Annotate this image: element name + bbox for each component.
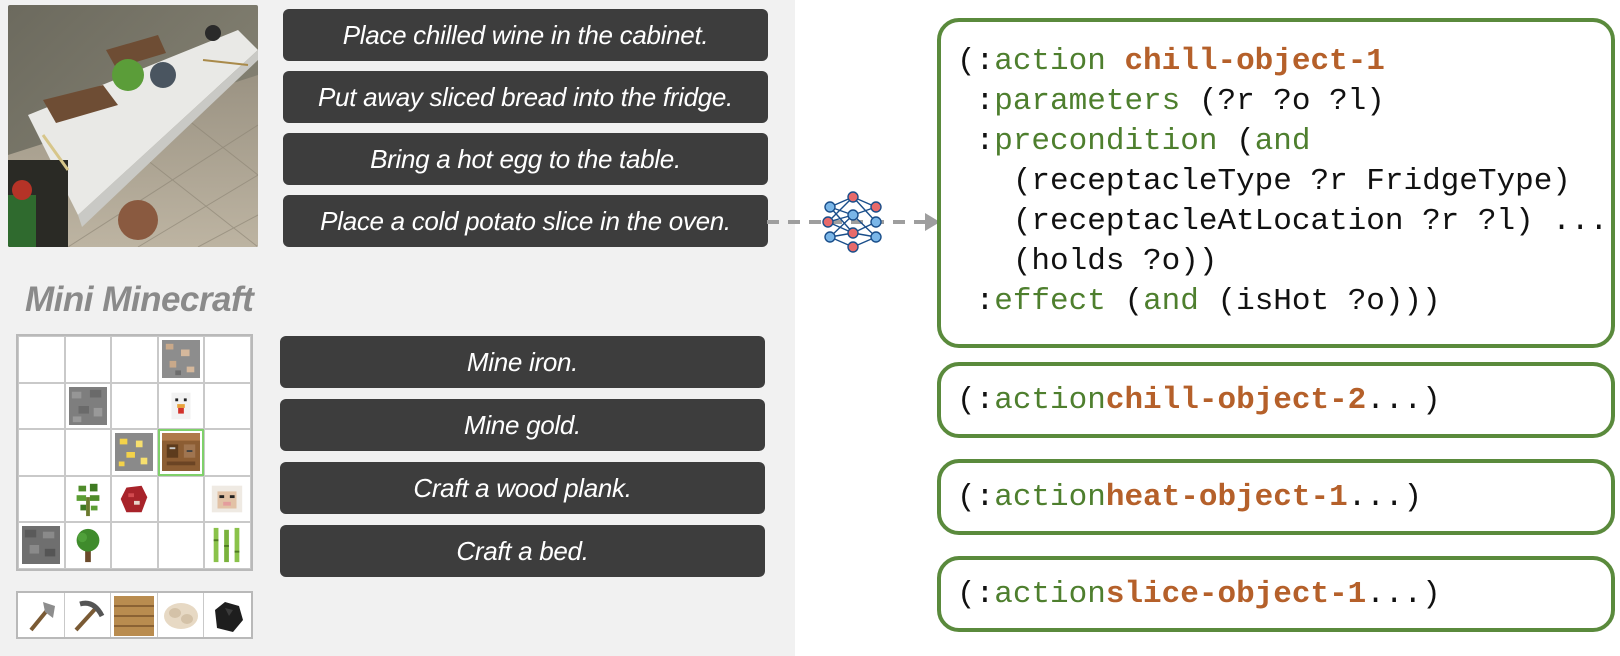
grid-cell-beef	[111, 475, 158, 523]
minecraft-task-list: Mine iron. Mine gold. Craft a wood plank…	[280, 336, 765, 588]
grid-cell-empty	[157, 475, 205, 523]
grid-cell-sapling	[64, 475, 112, 523]
sapling-icon	[76, 483, 99, 516]
action-keyword: action	[994, 479, 1106, 515]
action-name: slice-object-1	[1105, 576, 1367, 612]
grid-cell-tree	[64, 522, 112, 569]
action-name: chill-object-1	[1124, 44, 1385, 79]
neural-network-icon	[822, 191, 882, 253]
grid-cell-empty	[157, 522, 205, 569]
effect-clause: (isHot ?o)))	[1217, 284, 1441, 319]
ellipsis-text: ...)	[1366, 382, 1441, 418]
paren-text: (:	[957, 44, 995, 79]
paren-text: (	[1124, 284, 1144, 319]
llm-connector	[767, 191, 940, 253]
stone-icon	[22, 526, 60, 565]
grid-cell-empty	[204, 382, 251, 430]
grid-cell-empty	[18, 382, 65, 430]
action-keyword: action	[994, 576, 1106, 612]
paren-text: (:	[957, 576, 995, 612]
action-keyword: action	[994, 44, 1106, 79]
grid-cell-stone	[18, 522, 65, 569]
precondition-keyword: precondition	[994, 124, 1218, 159]
grid-cell-chicken	[157, 382, 205, 430]
grid-cell-empty	[18, 336, 65, 383]
grid-cell-crafting-table	[157, 429, 205, 476]
axe-icon	[29, 602, 55, 632]
action-keyword: action	[994, 382, 1106, 418]
pddl-action-collapsed: (:action chill-object-2 ...)	[937, 362, 1615, 438]
wool-icon	[163, 603, 198, 629]
crafting-table-icon	[161, 433, 200, 472]
minecraft-grid	[16, 334, 253, 571]
grid-cell-empty	[18, 475, 65, 523]
ellipsis-text: ...)	[1347, 479, 1423, 515]
task-button[interactable]: Bring a hot egg to the table.	[283, 133, 768, 185]
gold-ore-icon	[115, 433, 154, 472]
paren-text: (:	[957, 479, 995, 515]
environments-panel: Place chilled wine in the cabinet. Put a…	[0, 0, 795, 656]
beef-icon	[120, 485, 148, 513]
task-button[interactable]: Place a cold potato slice in the oven.	[283, 195, 768, 247]
pddl-action-main: (:action chill-object-1 :parameters (?r …	[937, 18, 1615, 348]
ellipsis-text: ...)	[1366, 576, 1441, 612]
pddl-action-collapsed: (:action slice-object-1 ...)	[937, 556, 1615, 632]
grid-cell-gold-ore	[111, 429, 158, 476]
grid-cell-empty	[18, 429, 65, 476]
task-button[interactable]: Mine iron.	[280, 336, 765, 388]
task-button[interactable]: Put away sliced bread into the fridge.	[283, 71, 768, 123]
grid-cell-empty	[64, 429, 112, 476]
parameters-keyword: parameters	[994, 84, 1181, 119]
inventory-slot-axe	[18, 593, 65, 637]
task-button[interactable]: Craft a bed.	[280, 525, 765, 577]
sugar-cane-icon	[214, 528, 240, 563]
minecraft-title: Mini Minecraft	[25, 280, 254, 319]
iron-ore-icon	[161, 340, 200, 378]
task-button[interactable]: Craft a wood plank.	[280, 462, 765, 514]
precondition-clause: (receptacleAtLocation ?r ?l) ...	[1012, 204, 1609, 239]
sheep-icon	[212, 485, 243, 513]
paren-text: (:	[957, 382, 995, 418]
action-name: heat-object-1	[1105, 479, 1348, 515]
grid-cell-empty	[111, 522, 158, 569]
effect-keyword: effect	[994, 284, 1106, 319]
grid-cell-iron-ore	[157, 336, 205, 383]
task-button[interactable]: Place chilled wine in the cabinet.	[283, 9, 768, 61]
alfworld-scene-image	[8, 5, 258, 247]
and-keyword: and	[1143, 284, 1199, 319]
and-keyword: and	[1254, 124, 1311, 159]
inventory-slot-wool	[158, 593, 205, 637]
grid-cell-sugar-cane	[204, 522, 251, 569]
pickaxe-icon	[74, 600, 104, 632]
precondition-clause: (holds ?o))	[1012, 244, 1218, 279]
inventory-slot-wood-plank	[111, 593, 158, 637]
grid-cell-sheep	[204, 475, 251, 523]
grid-cell-stone	[64, 382, 112, 430]
grid-cell-empty	[111, 382, 158, 430]
grid-cell-empty	[204, 336, 251, 383]
parameters-value: (?r ?o ?l)	[1198, 84, 1385, 119]
grid-cell-empty	[64, 336, 112, 383]
tree-icon	[76, 529, 99, 563]
stone-icon	[68, 386, 107, 425]
task-button[interactable]: Mine gold.	[280, 399, 765, 451]
precondition-clause: (receptacleType ?r FridgeType)	[1012, 164, 1571, 199]
chicken-icon	[171, 392, 191, 419]
coal-icon	[215, 602, 244, 632]
action-name: chill-object-2	[1105, 382, 1367, 418]
pddl-action-collapsed: (:action heat-object-1 ...)	[937, 459, 1615, 535]
wood-plank-icon	[114, 596, 155, 636]
inventory-slot-coal	[204, 593, 251, 637]
paren-text: (	[1236, 124, 1255, 159]
grid-cell-empty	[204, 429, 251, 476]
inventory-slot-pickaxe	[65, 593, 112, 637]
grid-cell-empty	[111, 336, 158, 383]
alfworld-task-list: Place chilled wine in the cabinet. Put a…	[283, 9, 768, 257]
minecraft-inventory	[16, 591, 253, 639]
